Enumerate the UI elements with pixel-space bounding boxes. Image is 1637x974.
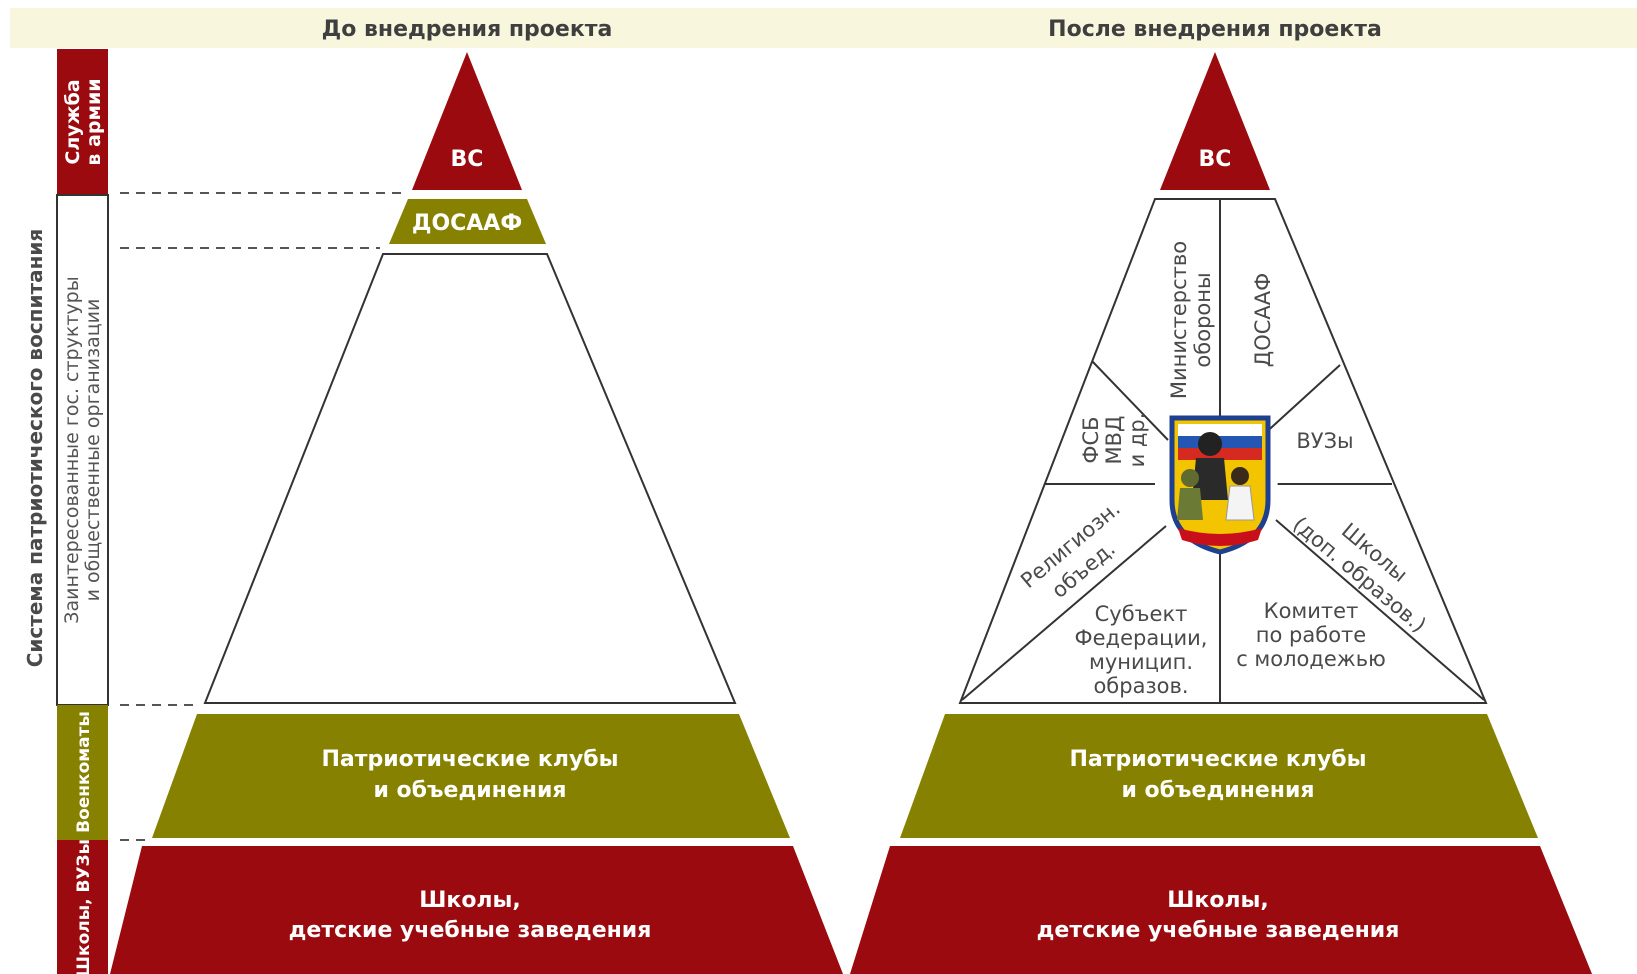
before-top-label: ВС xyxy=(451,147,484,172)
gov-side-block xyxy=(56,194,109,706)
after-schools-line1: Школы, xyxy=(1167,888,1269,913)
sector-divider-lower-right xyxy=(1275,519,1485,701)
army-label-line1: Служба xyxy=(62,79,84,164)
after-clubs-line1: Патриотические клубы xyxy=(1069,747,1366,772)
sector-youth-line2: по работе xyxy=(1256,623,1366,647)
sector-defense-line1: Министерство xyxy=(1167,241,1191,399)
schools-side-block xyxy=(57,840,108,974)
before-clubs-line1: Патриотические клубы xyxy=(321,747,618,772)
pyramid-before: ВС ДОСААФ Патриотические клубы и объедин… xyxy=(110,52,843,974)
gov-label-line1: Заинтересованные гос. структуры xyxy=(61,276,83,623)
system-title: Система патриотического воспитания xyxy=(23,229,47,668)
sector-youth-line1: Комитет xyxy=(1264,599,1359,623)
before-schools-line1: Школы, xyxy=(419,888,521,913)
before-schools-line2: детские учебные заведения xyxy=(289,918,652,943)
before-clubs-line2: и объединения xyxy=(373,778,566,803)
sector-fsb-line1: ФСБ xyxy=(1079,416,1103,463)
header-before: До внедрения проекта xyxy=(322,17,613,42)
before-clubs-band xyxy=(152,714,790,838)
header-after: После внедрения проекта xyxy=(1048,17,1382,42)
sector-dosaaf: ДОСААФ xyxy=(1251,273,1275,367)
sector-defense-line2: обороны xyxy=(1191,272,1215,367)
before-dosaaf-band xyxy=(389,199,546,244)
army-label-line2: в армии xyxy=(83,78,105,165)
sector-fsb-line3: и др. xyxy=(1125,413,1149,468)
sons-of-fatherland-emblem-icon xyxy=(1162,415,1278,555)
after-top-armed-forces xyxy=(1160,52,1270,190)
after-schools-band xyxy=(850,846,1592,974)
after-clubs-line2: и объединения xyxy=(1121,778,1314,803)
sector-universities: ВУЗы xyxy=(1296,429,1353,453)
pyramid-after: ВС Министерство обороны ДОСААФ ФСБ МВД и… xyxy=(850,52,1592,974)
sector-fsb-line2: МВД xyxy=(1102,416,1126,465)
sector-divider-upper-left xyxy=(1091,360,1169,441)
before-empty-tier xyxy=(203,253,737,704)
before-top-armed-forces xyxy=(412,52,522,190)
sector-federation-line2: Федерации, xyxy=(1075,626,1208,650)
after-schools-line2: детские учебные заведения xyxy=(1037,918,1400,943)
sector-federation-line4: образов. xyxy=(1093,674,1188,698)
sector-divider-upper-right xyxy=(1261,364,1341,437)
enlistment-label: Военкоматы xyxy=(74,711,94,833)
schools-side-label: Школы, ВУЗы xyxy=(74,839,94,974)
before-schools-band xyxy=(110,846,843,974)
header-band xyxy=(10,8,1637,48)
sector-youth-line3: с молодежью xyxy=(1236,647,1386,671)
sector-divider-lower-left xyxy=(961,525,1167,701)
enlistment-side-block xyxy=(57,705,108,840)
after-top-label: ВС xyxy=(1199,147,1232,172)
gov-label-line2: и общественные организации xyxy=(82,299,104,602)
sector-federation-line3: муницип. xyxy=(1089,650,1193,674)
sector-federation-line1: Субъект xyxy=(1095,602,1188,626)
after-clubs-band xyxy=(900,714,1538,838)
army-side-block xyxy=(57,49,108,195)
before-dosaaf-label: ДОСААФ xyxy=(412,211,522,236)
